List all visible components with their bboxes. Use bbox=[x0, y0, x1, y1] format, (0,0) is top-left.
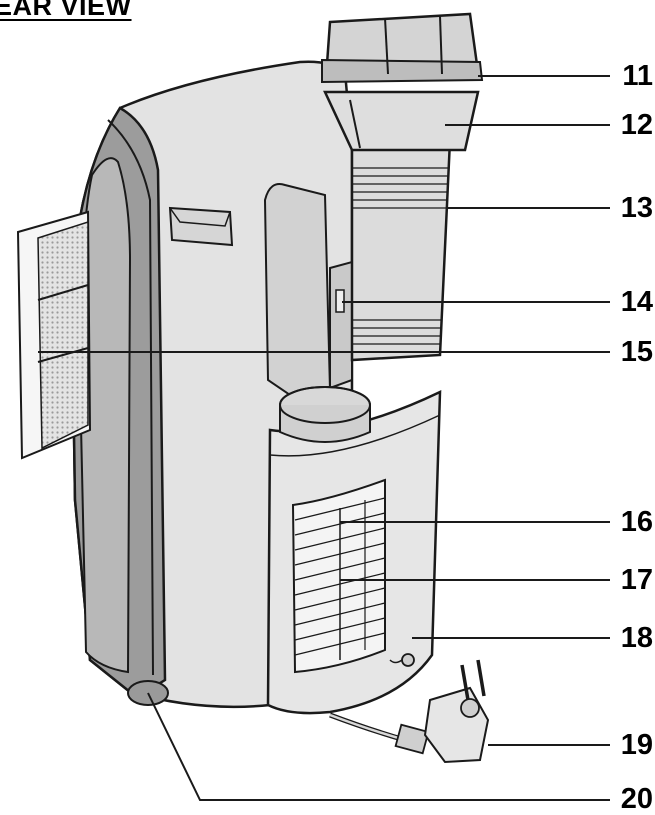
callout-19: 19 bbox=[620, 729, 653, 761]
callout-16: 16 bbox=[620, 506, 653, 538]
exhaust-hose bbox=[350, 138, 452, 362]
callout-18: 18 bbox=[620, 622, 653, 654]
callout-14: 14 bbox=[620, 286, 653, 318]
callout-17: 17 bbox=[620, 564, 653, 596]
callout-20: 20 bbox=[620, 783, 653, 815]
hose-socket-plate bbox=[329, 260, 353, 390]
callout-13: 13 bbox=[620, 192, 653, 224]
callout-12: 12 bbox=[620, 109, 653, 141]
callout-11: 11 bbox=[622, 60, 653, 92]
callout-15: 15 bbox=[620, 336, 653, 368]
drain-port bbox=[401, 653, 415, 667]
diagram-title: EAR VIEW bbox=[0, 0, 132, 21]
leader-lines bbox=[38, 75, 610, 801]
plug-body bbox=[423, 686, 490, 764]
hose-connector bbox=[323, 90, 480, 152]
